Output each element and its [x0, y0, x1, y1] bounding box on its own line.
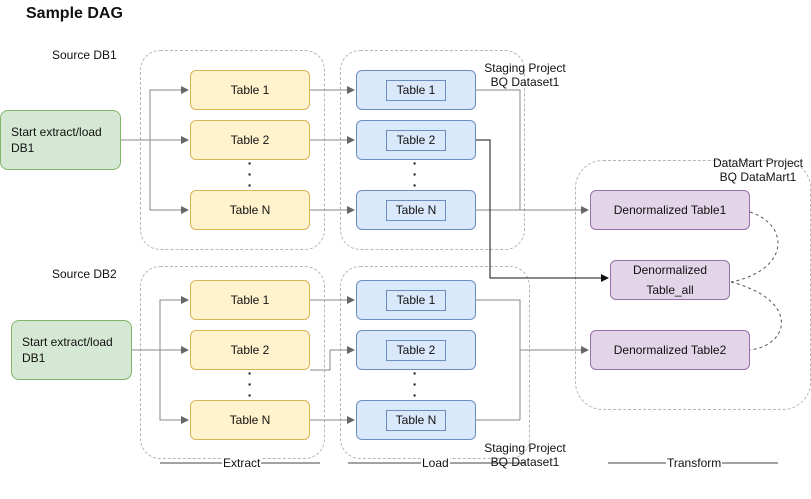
load-db2-tableN-inner: Table N — [386, 409, 446, 431]
load-db1-table1-inner: Table 1 — [386, 79, 446, 101]
extract-group-db1 — [140, 50, 325, 250]
load-db1-tableN[interactable]: Table N — [356, 190, 476, 230]
load-db2-table2-inner: Table 2 — [386, 339, 446, 361]
load-db2-table2[interactable]: Table 2 — [356, 330, 476, 370]
legend-load: Load — [421, 456, 450, 470]
start-db2-text: Start extract/load DB1 — [22, 335, 113, 365]
extract-db2-table2[interactable]: Table 2 — [190, 330, 310, 370]
source-db1-label: Source DB1 — [52, 48, 117, 62]
load-db1-table2-inner: Table 2 — [386, 129, 446, 151]
denorm-all-line1: Denormalized — [632, 263, 708, 277]
load-group-db1 — [340, 50, 525, 250]
load-db2-ellipsis: ··· — [412, 365, 418, 403]
staging-project-1-label: Staging Project BQ Dataset1 — [480, 61, 570, 89]
denormalized-table2-node[interactable]: Denormalized Table2 — [590, 330, 750, 370]
extract-db1-ellipsis: ··· — [247, 155, 253, 193]
staging-1-line2: BQ Dataset1 — [490, 75, 560, 89]
load-db1-tableN-inner: Table N — [386, 199, 446, 221]
extract-db2-tableN[interactable]: Table N — [190, 400, 310, 440]
datamart-project-label: DataMart Project BQ DataMart1 — [705, 156, 811, 184]
extract-db2-table1[interactable]: Table 1 — [190, 280, 310, 320]
datamart-line1: DataMart Project — [712, 156, 804, 170]
staging-1-line1: Staging Project — [484, 61, 566, 75]
denormalized-table-all-node[interactable]: Denormalized Table_all — [610, 260, 730, 300]
denorm-all-line2: Table_all — [646, 283, 694, 297]
load-db1-table2[interactable]: Table 2 — [356, 120, 476, 160]
start-db1-text: Start extract/load DB1 — [11, 125, 102, 155]
load-db1-ellipsis: ··· — [412, 155, 418, 193]
datamart-line2: BQ DataMart1 — [719, 170, 797, 184]
staging-2-line2: BQ Dataset1 — [490, 455, 560, 469]
legend-extract: Extract — [222, 456, 262, 470]
legend-transform: Transform — [666, 456, 723, 470]
extract-db1-tableN[interactable]: Table N — [190, 190, 310, 230]
load-db2-tableN[interactable]: Table N — [356, 400, 476, 440]
extract-db1-table2[interactable]: Table 2 — [190, 120, 310, 160]
load-db2-table1-inner: Table 1 — [386, 289, 446, 311]
extract-db1-table1[interactable]: Table 1 — [190, 70, 310, 110]
staging-2-line1: Staging Project — [484, 441, 566, 455]
diagram-title: Sample DAG — [26, 5, 123, 22]
load-db1-table1[interactable]: Table 1 — [356, 70, 476, 110]
load-db2-table1[interactable]: Table 1 — [356, 280, 476, 320]
source-db2-label: Source DB2 — [52, 267, 117, 281]
start-extract-load-db1-node[interactable]: Start extract/load DB1 — [0, 110, 121, 170]
staging-project-2-label: Staging Project BQ Dataset1 — [480, 441, 570, 469]
extract-db2-ellipsis: ··· — [247, 365, 253, 403]
denormalized-table1-node[interactable]: Denormalized Table1 — [590, 190, 750, 230]
start-extract-load-db2-node[interactable]: Start extract/load DB1 — [11, 320, 132, 380]
